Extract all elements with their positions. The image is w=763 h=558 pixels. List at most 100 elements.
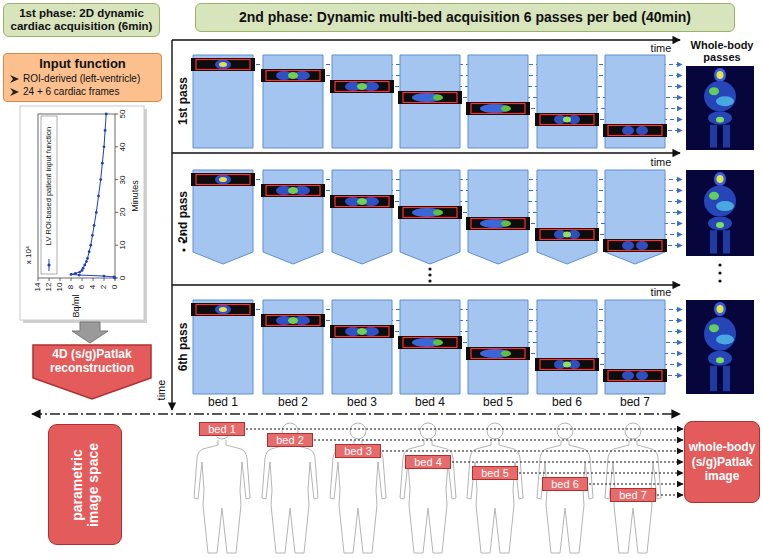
curve-marker	[97, 195, 100, 198]
bed-panel	[193, 55, 253, 148]
text-label: bed 1	[208, 396, 238, 409]
bullet-arrow	[10, 74, 20, 84]
text-label: 0	[119, 276, 128, 280]
body-head	[625, 423, 641, 439]
text-label: bed 4	[415, 396, 445, 409]
text-label: 20	[119, 208, 128, 217]
tick	[60, 278, 61, 281]
scan-strip	[398, 336, 462, 349]
bed-frame	[471, 219, 525, 229]
body-shape	[400, 440, 456, 553]
bed-text: bed 4	[414, 456, 442, 468]
scan-blob	[708, 216, 732, 230]
scan-strip	[603, 369, 667, 382]
scan-blob	[716, 96, 734, 106]
scan-blob	[717, 175, 724, 183]
body-outline	[194, 423, 250, 553]
vertical-text: parametric image space	[69, 431, 101, 539]
curve-marker	[93, 224, 96, 227]
text-label: 14	[34, 283, 43, 292]
curve-marker	[103, 145, 106, 148]
scan-blob	[501, 106, 511, 112]
bed-frame	[540, 230, 594, 240]
bed-frame	[266, 186, 320, 196]
body-head	[350, 423, 366, 439]
text-label: time	[155, 380, 167, 401]
scan-blob	[716, 117, 724, 123]
scan-strip	[398, 206, 462, 219]
input-curve	[71, 114, 115, 278]
pentagon-arrow-box: 4D (s/g)Patlak reconstruction	[32, 344, 152, 400]
result-text: whole-body (s/g)Patlak image	[688, 440, 756, 483]
bed-panel	[400, 170, 460, 264]
bullet-row: 24 + 6 cardiac frames	[8, 86, 157, 98]
curve-marker	[83, 263, 86, 266]
body-outline	[400, 423, 456, 553]
body-head	[420, 423, 436, 439]
pentagon-shape	[33, 345, 151, 399]
scan-strip	[191, 58, 255, 71]
body-shape	[194, 440, 250, 553]
bed-panel	[537, 170, 597, 264]
tick	[115, 179, 118, 180]
text-label: 2nd pass	[177, 191, 190, 243]
legend-text: LV ROI-based patient input function	[45, 127, 53, 245]
scan-strip	[466, 217, 530, 230]
whole-body-image	[686, 300, 754, 394]
scan-blob	[288, 317, 298, 324]
box-heading: Input function	[8, 56, 157, 72]
text-label: bed 5	[483, 396, 513, 409]
bed-panel	[537, 55, 597, 148]
input-function-box: Input functionROI-derived (left-ventricl…	[3, 53, 162, 102]
scan-blob	[412, 208, 442, 217]
tick	[93, 278, 94, 281]
pass-arrow	[668, 130, 682, 131]
scan-strip	[191, 173, 255, 186]
scan-blob	[714, 172, 726, 186]
bed-panel	[332, 300, 392, 394]
scan-blob	[288, 187, 298, 194]
tick	[115, 146, 118, 147]
bed-text: bed 1	[208, 423, 236, 435]
scan-blob	[501, 351, 511, 357]
ellipsis-dot	[718, 271, 721, 274]
text-label: 40	[119, 142, 128, 151]
curve-marker	[103, 275, 106, 278]
legend-sample	[47, 263, 50, 266]
bed-text: bed 5	[481, 467, 509, 479]
bed-frame	[540, 360, 594, 370]
scan-blob	[717, 71, 724, 79]
text-label: 10	[119, 241, 128, 250]
bed-frame	[471, 349, 525, 359]
body-outline	[262, 423, 318, 553]
dotted-connector	[246, 428, 683, 429]
bed-panel	[263, 55, 323, 148]
bullet-text: 24 + 6 cardiac frames	[23, 86, 119, 98]
bed-frame	[196, 60, 250, 70]
bed-text: bed 6	[551, 478, 579, 490]
scan-strip	[466, 102, 530, 115]
scan-blob	[710, 230, 717, 253]
scan-blob	[563, 362, 571, 368]
bullet-arrow	[10, 87, 20, 97]
scan-strip	[261, 184, 325, 197]
scan-blob	[622, 371, 634, 380]
dotted-connector	[519, 472, 683, 473]
scan-blob	[708, 111, 732, 124]
bed-frame	[403, 338, 457, 348]
bed-panel	[400, 300, 460, 394]
tick	[49, 278, 50, 281]
chart-frame	[20, 106, 144, 320]
curve-marker	[91, 234, 94, 237]
scan-blob	[704, 81, 736, 111]
scan-strip	[535, 228, 599, 241]
scan-strip	[398, 91, 462, 104]
time-axis	[172, 284, 680, 285]
scan-blob	[215, 175, 231, 185]
time-axis	[172, 39, 680, 40]
bed-box: bed 1	[199, 422, 245, 436]
scan-blob	[433, 210, 443, 216]
body-shape	[330, 440, 386, 553]
pass-arrow	[668, 375, 682, 376]
